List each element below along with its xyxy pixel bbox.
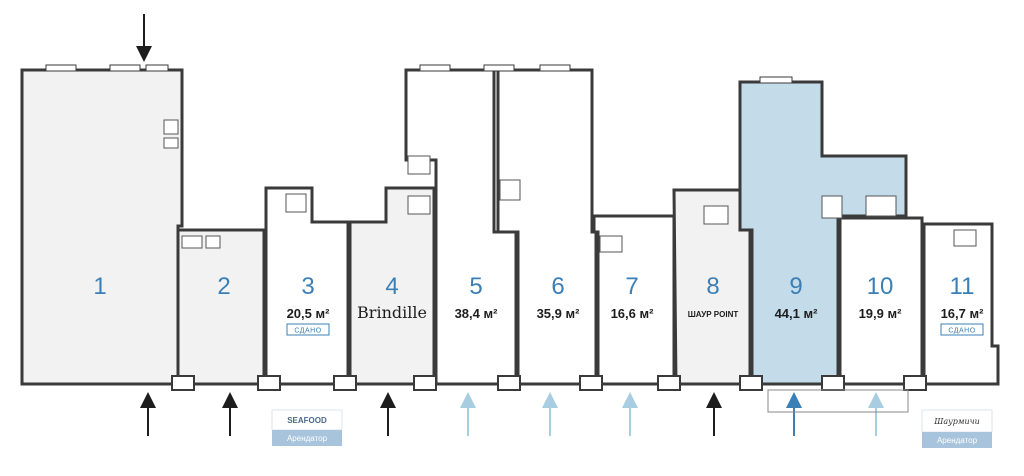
room-2[interactable] [176, 228, 266, 386]
unit-5-number: 5 [469, 273, 482, 300]
tenant-seafood-logo: SEAFOOD [287, 416, 327, 425]
unit-6-number: 6 [551, 273, 564, 300]
unit-3-number: 3 [301, 273, 314, 300]
porch-outline [767, 389, 909, 413]
unit-11-badge [940, 323, 984, 336]
room-1[interactable] [20, 68, 184, 386]
room-10[interactable] [838, 216, 924, 386]
unit-areas: 20,5 м² Brindille 38,4 м² 35,9 м² 16,6 м… [287, 303, 985, 322]
tenant-seafood-label: Арендатор [287, 434, 328, 443]
unit-3-area: 20,5 м² [287, 306, 331, 321]
unit-11-number: 11 [950, 273, 975, 300]
tenant-shaurmichi-logo: Шаурмичи [933, 417, 980, 426]
unit-11-area: 16,7 м² [941, 306, 985, 321]
unit-2-number: 2 [217, 273, 230, 300]
unit-3-badge [286, 323, 330, 336]
unit-10-area: 19,9 м² [859, 306, 903, 321]
unit-9-number: 9 [789, 273, 802, 300]
unit-numbers: 1 2 3 4 5 6 7 8 9 10 11 [93, 273, 974, 300]
unit-4-number: 4 [385, 273, 398, 300]
unit-1-number: 1 [93, 273, 106, 300]
rooms [20, 68, 1000, 386]
unit-6-area: 35,9 м² [537, 306, 581, 321]
unit-5-area: 38,4 м² [455, 306, 499, 321]
unit-9-area: 44,1 м² [775, 306, 819, 321]
unit-7-number: 7 [625, 273, 638, 300]
unit-11-badge-text: СДАНО [948, 328, 975, 335]
top-windows [45, 64, 793, 84]
unit-10-number: 10 [867, 273, 894, 300]
entrance-arrows [136, 14, 909, 436]
tenant-shaurmichi: Шаурмичи Арендатор [921, 409, 993, 448]
unit-4-brand: Brindille [357, 303, 427, 322]
unit-8-brand: ШАУР POINT [688, 310, 739, 319]
unit-8-number: 8 [706, 273, 719, 300]
bottom-piers [171, 375, 927, 391]
room-11[interactable] [922, 222, 1000, 386]
wc-fixtures [163, 119, 977, 253]
rented-badges: СДАНО СДАНО [286, 323, 984, 336]
unit-7-area: 16,6 м² [611, 306, 655, 321]
tenant-shaurmichi-label: Арендатор [937, 436, 978, 445]
unit-3-badge-text: СДАНО [294, 328, 321, 335]
tenant-seafood: SEAFOOD Арендатор [271, 409, 343, 446]
